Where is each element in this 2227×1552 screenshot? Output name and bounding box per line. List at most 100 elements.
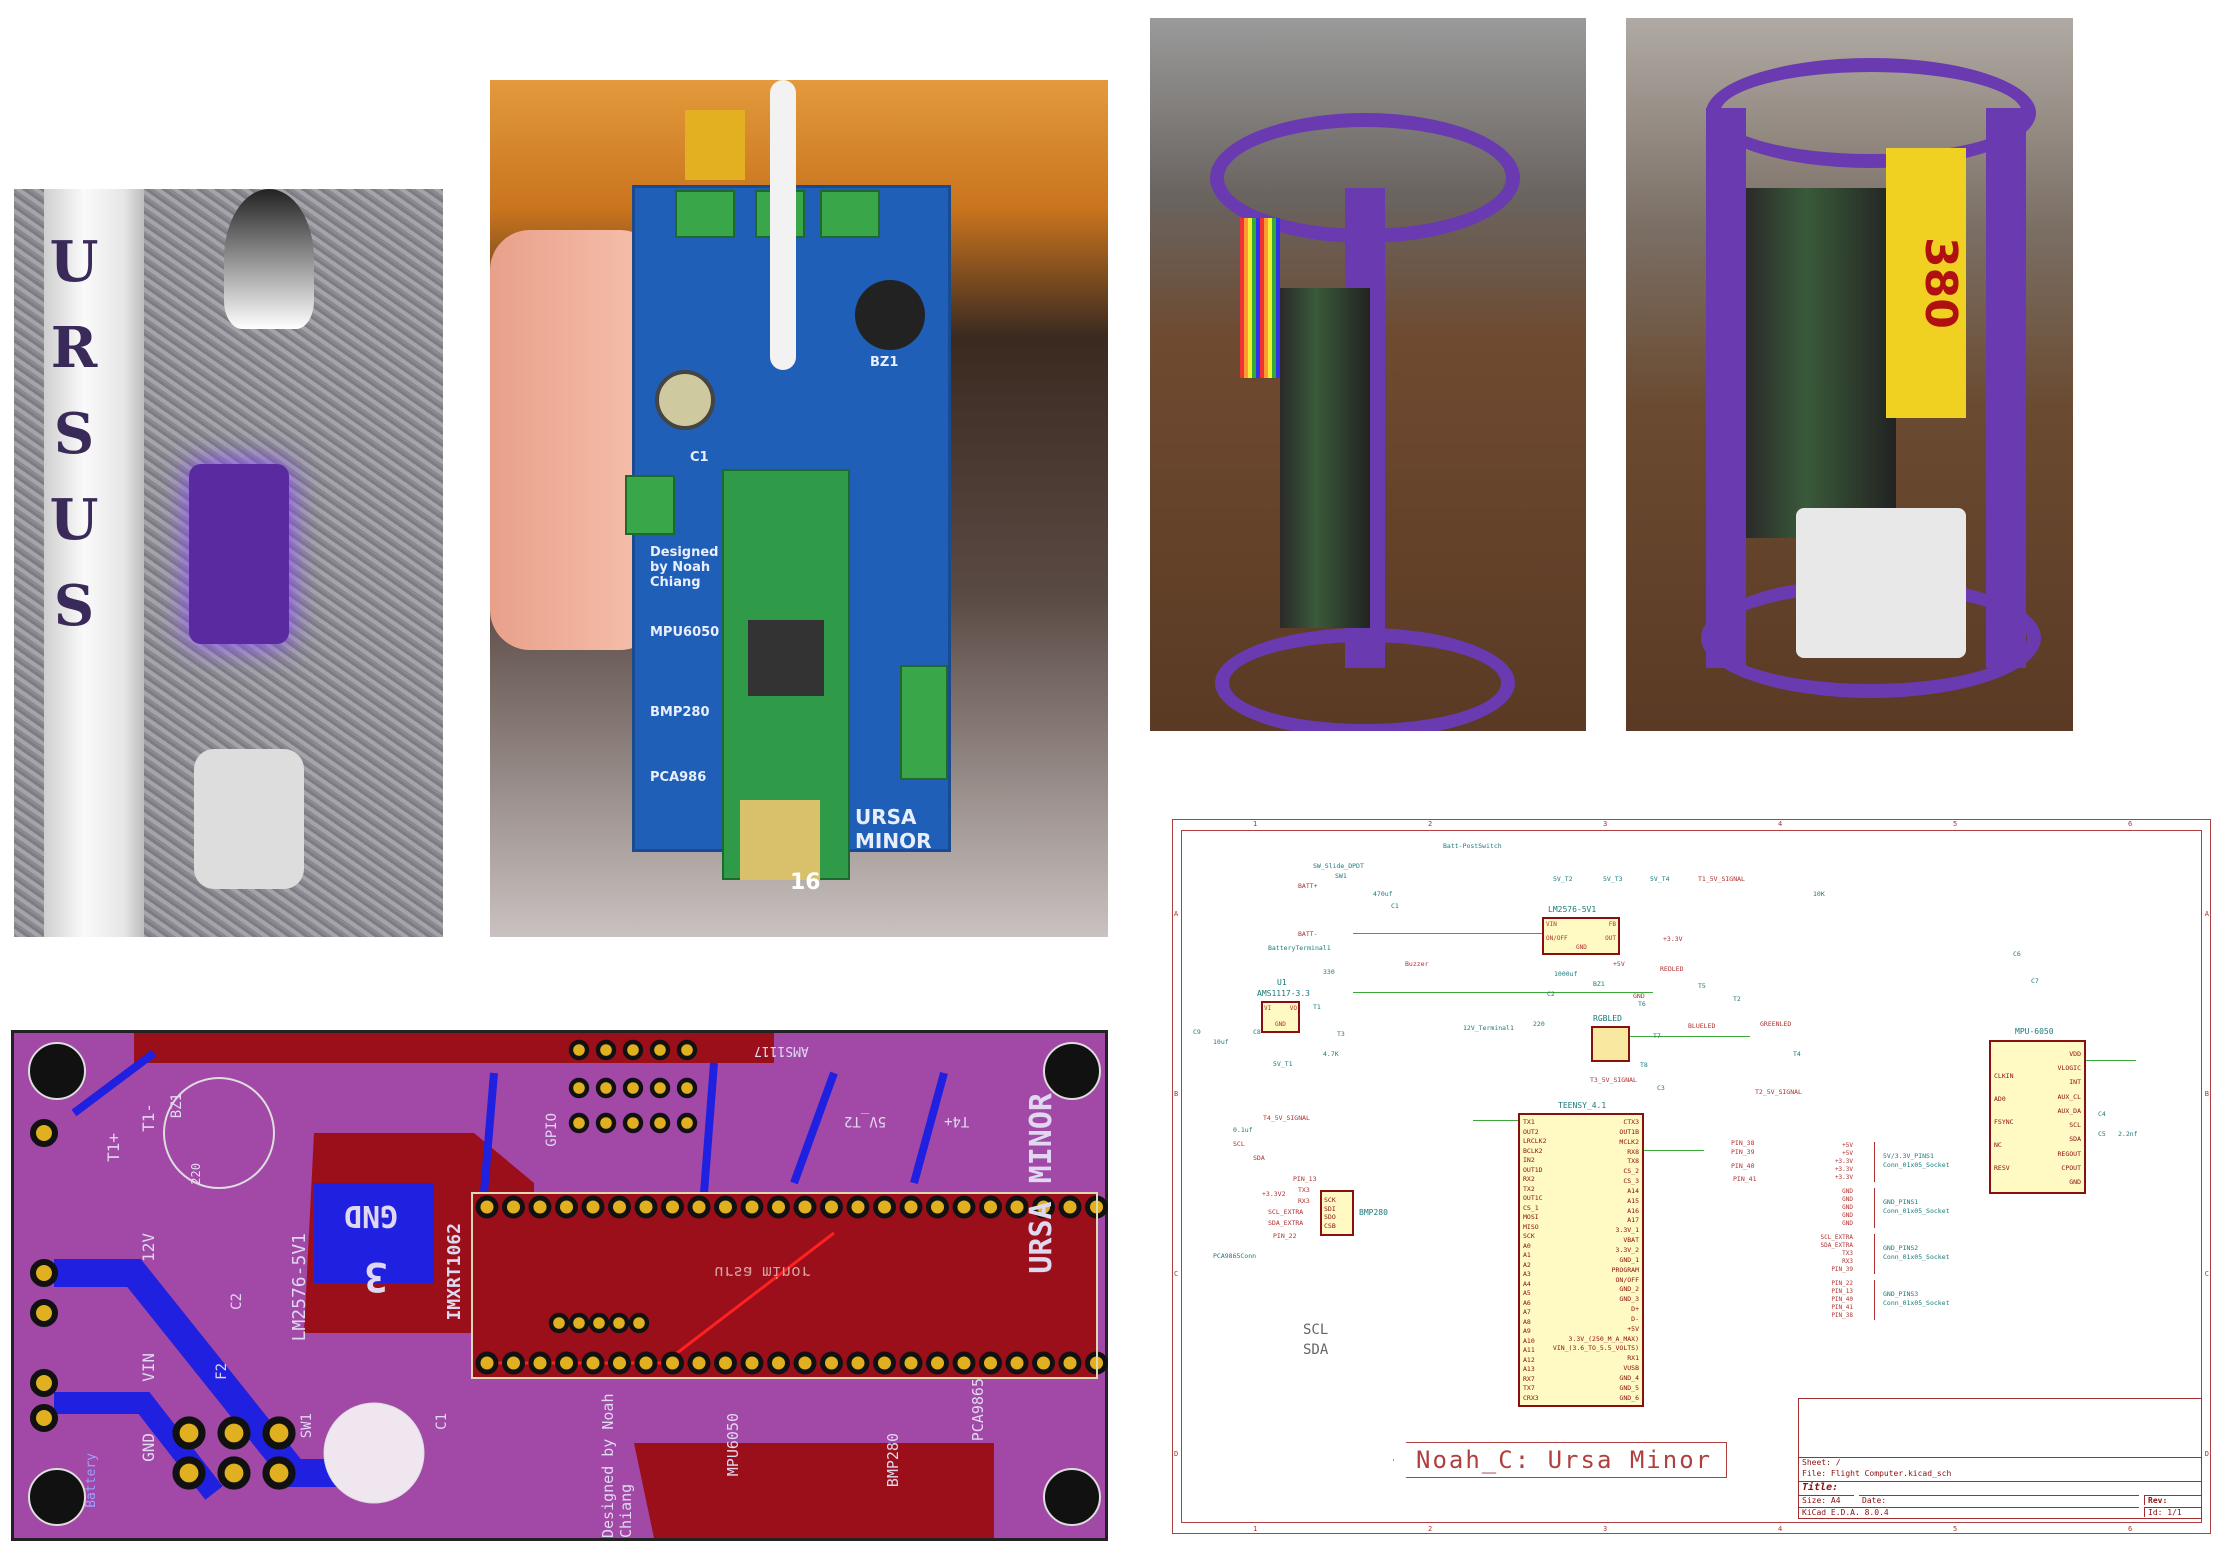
pin-label: OUT1D (1523, 1165, 1543, 1174)
pin-label: A15 (1627, 1196, 1639, 1205)
pin-label: CTX3 (1623, 1118, 1639, 1126)
header-pad (820, 1351, 843, 1375)
connector-pin-net: RX3 (1842, 1258, 1853, 1265)
pin-label: INT (2069, 1078, 2081, 1087)
connector-pin-net: +3.3V (1834, 1166, 1853, 1173)
pin-label: SDO (1324, 1213, 1336, 1222)
net-label: T1_5V_SIGNAL (1698, 875, 1745, 883)
mpu-ref: MPU-6050 (2015, 1027, 2054, 1036)
header-pad (676, 1039, 698, 1061)
header-pad (873, 1195, 896, 1219)
pin-label: FSYNC (1994, 1118, 2014, 1126)
mpu-label: MPU6050 (724, 1413, 742, 1477)
pin-label: AUX_DA (2057, 1106, 2081, 1115)
header-pad (820, 1195, 843, 1219)
pin-label: A17 (1627, 1216, 1639, 1225)
t4-label: T4+ (944, 1113, 970, 1129)
net-label: C6 (2013, 950, 2021, 958)
pin-label: VI (1264, 1005, 1272, 1012)
wire (1353, 992, 1653, 993)
net-label: PIN_41 (1733, 1175, 1757, 1183)
tube-lettering: URSUS (41, 229, 107, 659)
tb-date: Date: (1859, 1495, 2139, 1505)
net-label: PIN_22 (1273, 1232, 1297, 1240)
net-label: T2_5V_SIGNAL (1755, 1088, 1802, 1096)
pin-label: GND_4 (1619, 1373, 1639, 1382)
net-label: Buzzer (1405, 960, 1429, 968)
header-pad (1032, 1351, 1055, 1375)
pin-label: BCLK2 (1523, 1146, 1543, 1155)
header-pad (622, 1077, 644, 1099)
header-pad (581, 1195, 605, 1219)
connector-symbol (1863, 1280, 1875, 1320)
header-pad (649, 1112, 671, 1134)
pin-label: A2 (1523, 1260, 1531, 1269)
net-label: C2 (1547, 990, 1555, 998)
net-label: C8 (1253, 1028, 1261, 1036)
connector-pin-net: +5V (1842, 1150, 1853, 1157)
pin-label: SDA (2069, 1135, 2081, 1144)
pin-label: SCL (2069, 1121, 2081, 1130)
sd-card-label: 16 (790, 870, 821, 895)
wire (1473, 1120, 1518, 1121)
copper-pour-sensors (634, 1443, 994, 1538)
mounting-hole (28, 1042, 86, 1100)
connector-value: Conn_01x05_Socket (1883, 1299, 1950, 1307)
screw-terminal (820, 190, 880, 238)
connector-symbol (1863, 1142, 1875, 1182)
pin-label: 3.3V_2 (1615, 1245, 1639, 1254)
pin-label: GND_6 (1619, 1393, 1639, 1402)
tb-file: File: Flight Computer.kicad_sch (1802, 1469, 1952, 1478)
net-label: C4 (2098, 1110, 2106, 1118)
ams1117-symbol: VI VO GND (1261, 1001, 1300, 1033)
header-pad (1005, 1195, 1029, 1219)
header-pad (899, 1351, 923, 1375)
header-pad (687, 1195, 711, 1219)
header-pad (926, 1195, 949, 1219)
bmp-silk: BMP280 (650, 705, 710, 720)
lipo-battery: 380 (1886, 148, 1966, 418)
electronics-stack (1746, 188, 1896, 538)
pin-label: GND_2 (1619, 1285, 1639, 1294)
pin-label: A6 (1523, 1298, 1531, 1307)
header-pad (846, 1195, 870, 1219)
pin-label: A3 (1523, 1270, 1531, 1279)
connector-ref: 5V/3.3V_PINS1 (1883, 1152, 1934, 1160)
header-pad (528, 1351, 552, 1375)
header-pad (595, 1039, 617, 1061)
connector-pin-net: GND (1842, 1220, 1853, 1227)
gnd-copper-text: GND (344, 1198, 399, 1233)
tb-rev: Rev: (2144, 1495, 2201, 1505)
header-pad (595, 1112, 617, 1134)
pin-label: D- (1631, 1314, 1639, 1323)
header-pad (29, 1298, 59, 1328)
flight-computer-sled (189, 464, 289, 644)
pin-label: MOSI (1523, 1213, 1539, 1222)
tb-sheet: Sheet: / (1799, 1457, 2201, 1467)
three-copper-text: 3 (364, 1253, 389, 1299)
net-label: Batt-PostSwitch (1443, 842, 1502, 850)
pin-label: SCK (1523, 1232, 1535, 1241)
pin-label: A16 (1627, 1206, 1639, 1215)
header-pad (873, 1351, 896, 1375)
connector-pin-net: PIN_39 (1831, 1266, 1853, 1273)
lm2576-ref: LM2576-5V1 (1548, 905, 1597, 914)
mcu-label: IMXRT1062 (444, 1223, 465, 1321)
capacitor-outline (323, 1402, 425, 1504)
nose-cone (224, 189, 314, 329)
pin-label: GND_3 (1619, 1295, 1639, 1304)
grid-col-label: 4 (1778, 820, 1783, 828)
pin-label: NC (1994, 1141, 2002, 1149)
pin-label: PROGRAM (1611, 1265, 1639, 1274)
net-label: SW_Slide_DPDT (1313, 862, 1364, 870)
header-pad (952, 1195, 976, 1219)
r220-label: 220 (189, 1163, 203, 1185)
12v-label: 12V (139, 1233, 158, 1262)
bmp-ref: BMP280 (1359, 1208, 1388, 1217)
pin-label: 3.3V_1 (1615, 1226, 1639, 1235)
bz1-label: BZ1 (169, 1093, 185, 1119)
pca-silk: PCA986 (650, 770, 707, 785)
header-pad (502, 1195, 525, 1219)
board-name-silk: URSA MINOR (855, 805, 932, 853)
grid-row-label: C (2204, 1270, 2209, 1278)
